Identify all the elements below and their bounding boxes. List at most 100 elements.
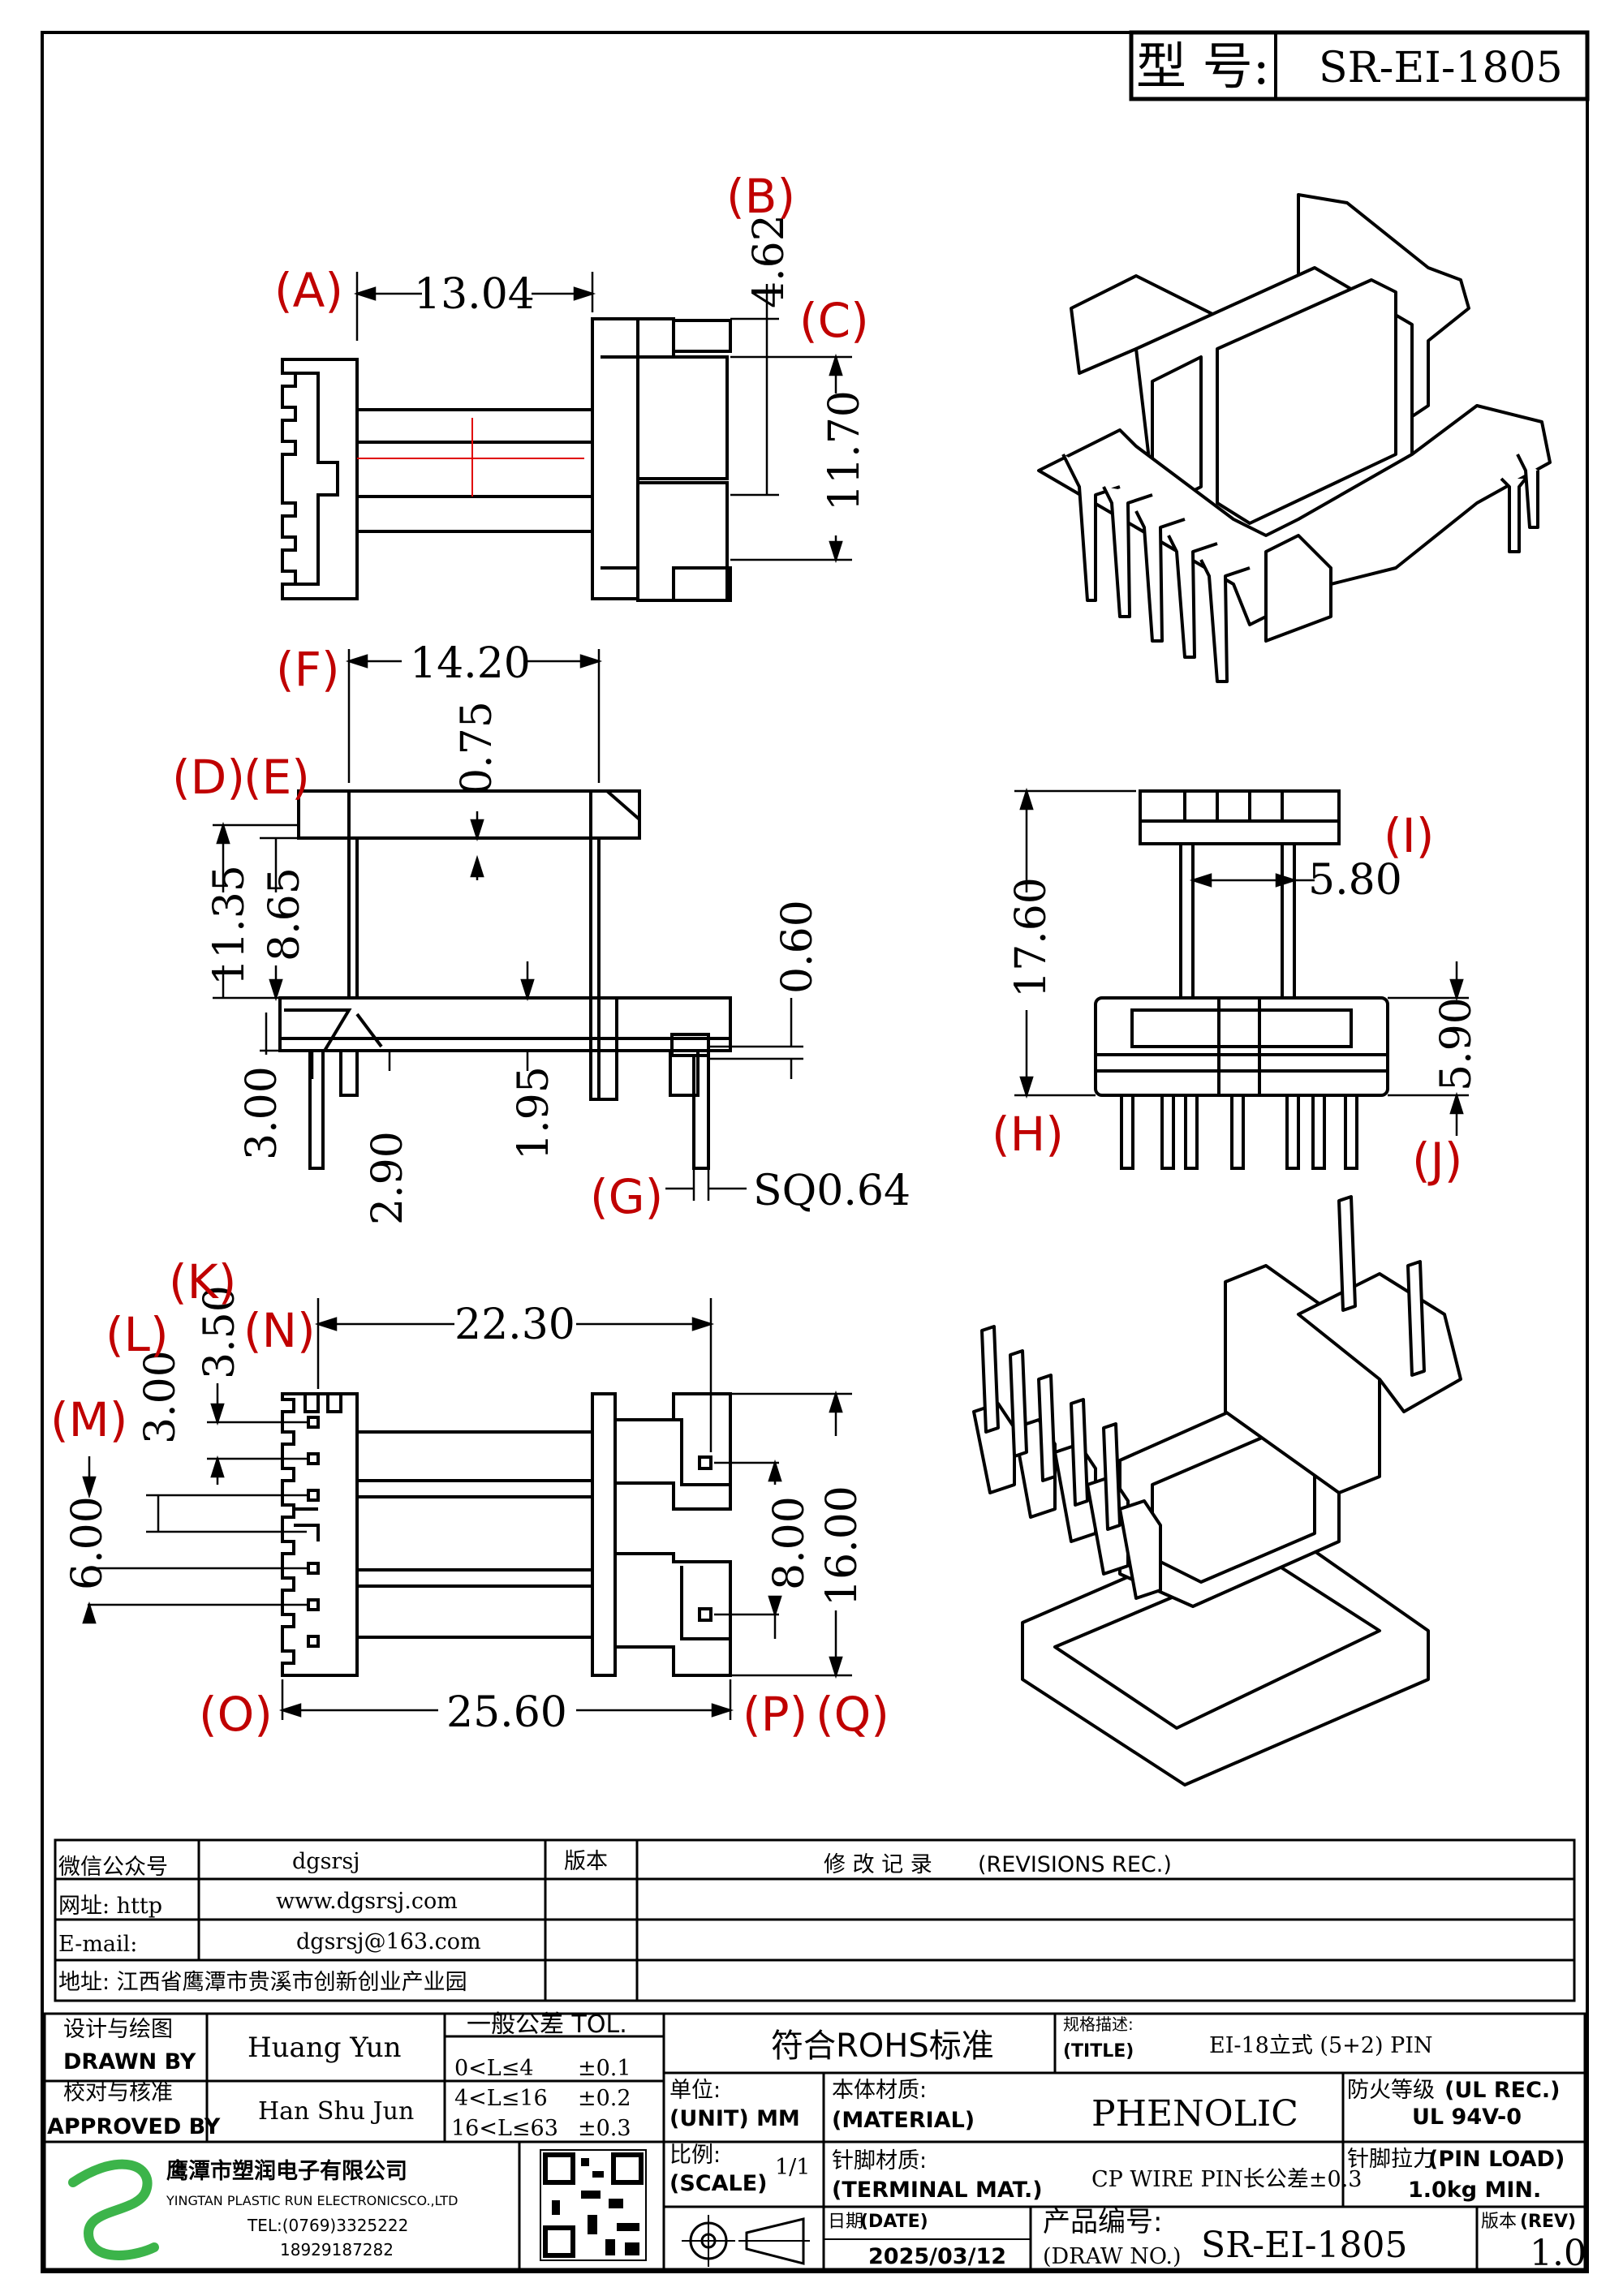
- label-d: (D): [172, 750, 245, 805]
- fire-cn: 防火等级: [1347, 2078, 1435, 2103]
- label-i: (I): [1384, 808, 1434, 863]
- rev-en: (REV): [1520, 2212, 1576, 2232]
- dim-side-e: 0.75: [453, 701, 502, 795]
- label-n: (N): [243, 1303, 316, 1358]
- material-cn: 本体材质:: [832, 2078, 927, 2103]
- title-block: [43, 2012, 1586, 2271]
- bottom-view: [281, 1392, 732, 1677]
- label-m: (M): [50, 1392, 127, 1447]
- qr-code: [540, 2149, 647, 2261]
- outer-border: [41, 31, 1589, 2273]
- company-cn: 鹰潭市塑润电子有限公司: [166, 2158, 407, 2184]
- drawn-name: Huang Yun: [248, 2032, 402, 2064]
- web-value[interactable]: www.dgsrsj.com: [276, 1889, 458, 1914]
- isometric-view-top: [1037, 193, 1552, 683]
- dim-top-width: 13.04: [414, 270, 535, 319]
- label-o: (O): [199, 1687, 273, 1742]
- dim-front-height: 17.60: [1007, 877, 1056, 998]
- approved-name: Han Shu Jun: [258, 2097, 414, 2126]
- tol-range-1: 0<L≤4: [454, 2056, 534, 2081]
- dim-bottom-p: 8.00: [765, 1496, 814, 1590]
- dim-top-b: 4.62: [745, 214, 794, 308]
- scale-en: (SCALE): [669, 2171, 768, 2196]
- version-label: 版本: [564, 1849, 608, 1874]
- dim-side-width: 14.20: [410, 639, 531, 688]
- dim-side-3: 3.00: [238, 1066, 286, 1160]
- web-label: 网址: http: [58, 1894, 162, 1919]
- date-en: (DATE): [860, 2212, 928, 2232]
- drawn-en: DRAWN BY: [63, 2049, 196, 2075]
- terminal-value: CP WIRE PIN长公差±0.3: [1091, 2167, 1362, 2192]
- label-c: (C): [799, 293, 869, 348]
- rev-value: 1.0: [1530, 2233, 1586, 2274]
- pinload-cn: 针脚拉力: [1347, 2147, 1435, 2172]
- dim-bottom-total: 25.60: [446, 1688, 567, 1737]
- dim-side-290: 2.90: [364, 1131, 412, 1225]
- dim-side-sq: SQ0.64: [753, 1167, 911, 1215]
- drawn-cn: 设计与绘图: [63, 2017, 173, 2042]
- drawno-en: (DRAW NO.): [1043, 2244, 1182, 2269]
- label-k: (K): [169, 1254, 236, 1309]
- rohs: 符合ROHS标准: [771, 2027, 994, 2065]
- side-view-dims: [213, 649, 803, 1201]
- model-value: SR-EI-1805: [1319, 44, 1563, 92]
- dim-side-d: 11.35: [205, 865, 254, 986]
- scale-cn: 比例:: [669, 2143, 721, 2168]
- spec-value: EI-18立式 (5+2) PIN: [1209, 2033, 1433, 2058]
- drawno-value: SR-EI-1805: [1201, 2225, 1407, 2266]
- tol-value-1: ±0.1: [578, 2056, 631, 2081]
- approved-cn: 校对与核准: [63, 2080, 173, 2105]
- email-value[interactable]: dgsrsj@163.com: [296, 1929, 481, 1954]
- wechat-label: 微信公众号: [58, 1855, 168, 1880]
- front-view: [1094, 789, 1389, 1170]
- tol-title: 一般公差 TOL.: [467, 2010, 627, 2039]
- label-e: (E): [243, 750, 310, 805]
- dim-bottom-l: 3.00: [136, 1350, 185, 1444]
- company-en: YINGTAN PLASTIC RUN ELECTRONICSCO.,LTD: [166, 2193, 458, 2208]
- drawno-cn: 产品编号:: [1043, 2206, 1162, 2238]
- label-a: (A): [274, 263, 343, 318]
- approved-en: APPROVED BY: [47, 2114, 221, 2139]
- company-mobile: 18929187282: [280, 2240, 394, 2259]
- label-b: (B): [726, 169, 795, 224]
- bottom-view-dims: [82, 1298, 852, 1720]
- top-view-dims: [353, 272, 852, 564]
- rev-cn: 版本: [1481, 2212, 1517, 2232]
- pinload-en: (PIN LOAD): [1428, 2147, 1565, 2172]
- material-value: PHENOLIC: [1091, 2093, 1298, 2135]
- dim-side-inner: 8.65: [260, 867, 309, 961]
- address: 地址: 江西省鹰潭市贵溪市创新创业产业园: [58, 1970, 467, 1995]
- side-view: [278, 789, 732, 1170]
- spec-en: (TITLE): [1063, 2041, 1134, 2062]
- dim-front-j: 5.90: [1432, 997, 1481, 1091]
- wechat-value: dgsrsj: [292, 1849, 360, 1874]
- fire-en: (UL REC.): [1444, 2078, 1561, 2103]
- label-q: (Q): [816, 1687, 889, 1742]
- fire-value: UL 94V-0: [1412, 2105, 1522, 2130]
- front-view-dims: [1014, 787, 1469, 1136]
- terminal-en: (TERMINAL MAT.): [832, 2178, 1043, 2203]
- revisions-en: (REVISIONS REC.): [978, 1852, 1172, 1877]
- dim-side-pin-thick: 0.60: [773, 900, 822, 994]
- email-label: E-mail:: [58, 1932, 137, 1957]
- model-header: 型 号: SR-EI-1805: [1129, 30, 1590, 101]
- unit-en: (UNIT) MM: [669, 2106, 800, 2131]
- top-view: [281, 317, 732, 602]
- dim-bottom-q: 16.00: [818, 1486, 867, 1606]
- label-g: (G): [590, 1169, 663, 1224]
- label-l: (L): [105, 1307, 169, 1362]
- dim-bottom-k: 3.50: [196, 1285, 244, 1379]
- date-value: 2025/03/12: [868, 2244, 1006, 2269]
- company-tel: TEL:(0769)3325222: [247, 2216, 408, 2235]
- dim-top-height: 11.70: [820, 390, 869, 511]
- label-f: (F): [276, 642, 340, 697]
- scale-value: 1/1: [775, 2155, 810, 2180]
- dim-side-195: 1.95: [510, 1066, 558, 1160]
- label-j: (J): [1412, 1133, 1462, 1188]
- material-en: (MATERIAL): [832, 2108, 975, 2133]
- dim-bottom-width: 22.30: [454, 1301, 575, 1349]
- spec-cn: 规格描述:: [1063, 2014, 1134, 2034]
- isometric-view-bottom: [972, 1195, 1462, 1786]
- model-label: 型 号:: [1136, 37, 1270, 96]
